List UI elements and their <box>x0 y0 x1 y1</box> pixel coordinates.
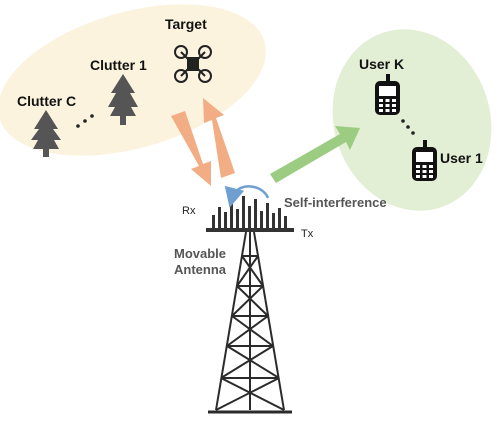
sensing-echo-arrow <box>171 111 211 186</box>
user-1-label: User 1 <box>440 150 483 166</box>
drone-icon <box>174 45 212 83</box>
phone-icon <box>412 140 437 181</box>
clutter-c-label: Clutter C <box>17 93 77 109</box>
tree-icon <box>108 74 138 125</box>
user-k-label: User K <box>359 56 405 72</box>
self-interference-arrow <box>224 185 270 208</box>
clutter-1-label: Clutter 1 <box>90 57 147 73</box>
sensing-probe-arrow <box>203 98 235 178</box>
movable-antenna-label-line1: Movable <box>173 246 226 261</box>
communication-arrow <box>270 126 360 183</box>
antenna-array-icon <box>206 196 294 232</box>
self-interference-label: Self-interference <box>284 195 387 210</box>
tx-label: Tx <box>301 228 314 240</box>
user-region <box>332 29 492 211</box>
movable-antenna-label: Movable Antenna <box>168 246 232 277</box>
phone-icon <box>375 74 400 115</box>
rx-label: Rx <box>182 205 196 217</box>
movable-antenna-label-line2: Antenna <box>174 261 226 277</box>
target-label: Target <box>165 16 207 32</box>
clutter-ellipsis <box>76 114 94 128</box>
target-clutter-region <box>0 4 266 156</box>
user-ellipsis <box>401 119 415 135</box>
tree-icon <box>31 110 61 157</box>
tower-icon <box>208 231 292 414</box>
